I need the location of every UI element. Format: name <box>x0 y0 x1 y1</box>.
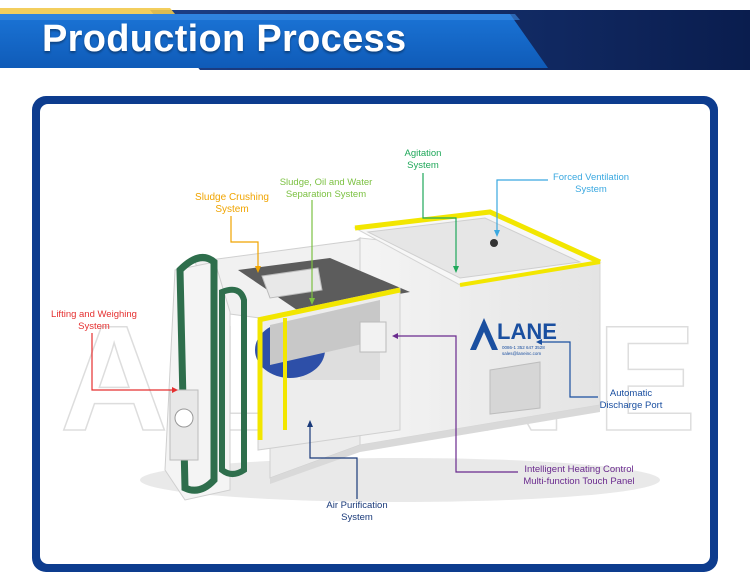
callout-line-ventilation <box>496 179 548 232</box>
callout-line-lifting <box>91 333 172 391</box>
brand-email: sales@laneinc.com <box>502 351 541 356</box>
callout-line-agitation <box>422 173 457 268</box>
label-ventilation-line2: System <box>575 184 607 195</box>
label-crushing-line2: System <box>215 204 249 215</box>
label-agitation: Agitation System <box>383 148 463 172</box>
label-sludge-crushing: Sludge Crushing System <box>182 192 282 216</box>
page-title: Production Process <box>42 18 407 60</box>
label-heating-line1: Intelligent Heating Control <box>524 464 634 475</box>
label-agitation-line1: Agitation <box>404 148 442 159</box>
label-ventilation-line1: Forced Ventilation <box>552 172 630 183</box>
label-lifting-line2: System <box>78 321 110 332</box>
label-discharge: Automatic Discharge Port <box>588 388 674 412</box>
label-lifting-line1: Lifting and Weighing <box>51 309 137 320</box>
header-banner <box>0 0 750 80</box>
label-separation-line2: Separation System <box>285 189 367 200</box>
label-discharge-line1: Automatic <box>609 388 653 399</box>
machine-illustration: ALANE <box>59 173 697 502</box>
label-heating-line2: Multi-function Touch Panel <box>523 476 635 487</box>
label-crushing-line1: Sludge Crushing <box>195 192 269 203</box>
callout-line-heating <box>396 335 518 473</box>
diagram-panel: ALANE <box>40 104 710 564</box>
label-separation: Sludge, Oil and Water Separation System <box>264 177 388 201</box>
label-purification-line2: System <box>341 512 373 523</box>
callout-line-crushing <box>230 216 259 268</box>
callout-line-purification <box>309 425 358 499</box>
label-discharge-line2: Discharge Port <box>599 400 663 411</box>
brand-phone: 0086-1 352 647 3528 <box>502 345 545 350</box>
label-ventilation: Forced Ventilation System <box>540 172 642 196</box>
label-lifting-weighing: Lifting and Weighing System <box>48 309 140 333</box>
label-agitation-line2: System <box>407 160 439 171</box>
label-heating-control: Intelligent Heating Control Multi-functi… <box>514 464 644 488</box>
label-separation-line1: Sludge, Oil and Water <box>279 177 373 188</box>
label-purification-line1: Air Purification <box>326 500 388 511</box>
callout-line-discharge <box>540 341 598 398</box>
label-air-purification: Air Purification System <box>317 500 397 524</box>
brand-logo: LANE <box>497 319 557 344</box>
